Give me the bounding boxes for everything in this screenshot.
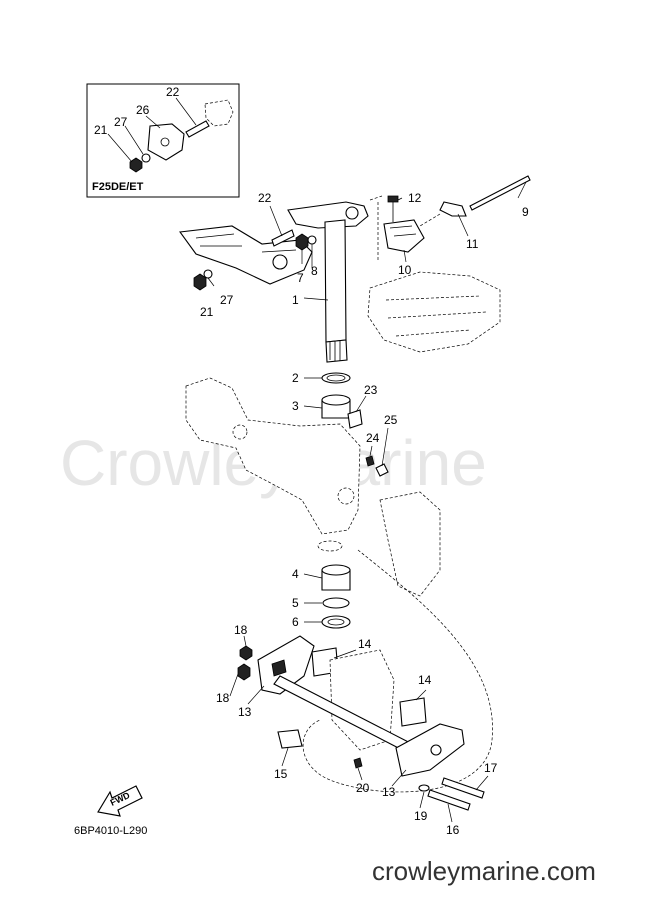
nut-18-bottom (237, 663, 251, 681)
washer-8 (307, 235, 317, 245)
callout-13-left: 13 (238, 705, 252, 719)
callout-15: 15 (274, 767, 288, 781)
spacer-23 (347, 409, 363, 429)
callout-10: 10 (398, 263, 412, 277)
bolt-12 (387, 195, 399, 203)
cable-path (302, 549, 493, 793)
inset-bracket-ghost (204, 99, 234, 127)
inset-plate-hole (160, 137, 170, 147)
callout-21: 21 (200, 305, 214, 319)
inset-washer (141, 153, 151, 163)
nut-21 (193, 273, 207, 291)
callout-27-inset: 27 (114, 115, 128, 129)
rod-9 (469, 175, 531, 211)
bolt-17 (441, 777, 485, 799)
inset-frame (86, 83, 240, 198)
site-url: crowleymarine.com (372, 856, 596, 886)
bolt-20 (353, 757, 363, 769)
nut-7 (295, 233, 309, 251)
lower-case-ghost (329, 649, 395, 751)
fwd-arrow-shape (97, 785, 143, 817)
swivel-bracket-ghost (185, 377, 361, 535)
washer-2 (321, 372, 351, 384)
callout-11: 11 (466, 237, 479, 251)
callout-2: 2 (292, 371, 299, 385)
diagram-code: 6BP4010-L290 (74, 825, 147, 837)
shaft-spline (325, 339, 348, 363)
plate-hole (345, 206, 359, 220)
callout-13-right: 13 (382, 785, 396, 799)
steering-shaft (324, 219, 347, 343)
leader-lines (207, 181, 527, 823)
inset-nut (129, 157, 143, 173)
callout-18-bottom: 18 (216, 691, 230, 705)
stud-22 (271, 229, 295, 247)
callout-1: 1 (292, 293, 299, 307)
callout-22: 22 (258, 191, 272, 205)
callout-25: 25 (384, 413, 398, 427)
washer-27 (203, 269, 213, 279)
mount-housing-13-left (257, 635, 315, 695)
callout-24: 24 (366, 431, 380, 445)
washer-19 (418, 784, 430, 792)
callout-7: 7 (297, 271, 304, 285)
inset-f25de-et: F25DE/ET (86, 83, 240, 198)
callout-16: 16 (446, 823, 460, 837)
callout-6: 6 (292, 615, 299, 629)
fwd-arrow: FWD (97, 785, 143, 817)
callout-21-inset: 21 (94, 123, 108, 137)
bracket-boss (272, 254, 288, 270)
bottom-cowling-ghost (367, 271, 501, 353)
o-ring-5 (322, 597, 350, 609)
seal-6 (321, 615, 351, 629)
bolt-16 (427, 789, 471, 811)
callout-23: 23 (364, 383, 378, 397)
callout-14-left: 14 (358, 637, 372, 651)
bolt-24 (365, 455, 375, 467)
callout-12: 12 (408, 191, 422, 205)
cover-15 (277, 729, 303, 749)
grease-nipple-25 (375, 463, 389, 477)
inset-label: F25DE/ET (92, 181, 144, 193)
steering-bracket (179, 225, 313, 285)
callout-19: 19 (414, 809, 428, 823)
inset-stud (185, 120, 210, 138)
callout-14-right: 14 (418, 673, 432, 687)
callout-20: 20 (356, 781, 370, 795)
callout-27: 27 (220, 293, 234, 307)
callout-9: 9 (522, 205, 529, 219)
mount-housing-13-right (395, 723, 465, 777)
inset-plate (147, 123, 185, 161)
callout-8: 8 (311, 264, 318, 278)
callout-22-inset: 22 (166, 85, 180, 99)
callout-4: 4 (292, 567, 299, 581)
callouts: 1 2 3 4 5 6 7 8 9 10 11 12 13 13 14 14 1… (94, 85, 529, 837)
callout-3: 3 (292, 399, 299, 413)
callout-18-top: 18 (234, 623, 248, 637)
rubber-mount-14-right (399, 697, 427, 727)
clamp-bracket-ghost (379, 491, 441, 597)
switch-10 (383, 219, 425, 253)
callout-17: 17 (484, 761, 498, 775)
clip-11 (439, 201, 467, 217)
callout-5: 5 (292, 596, 299, 610)
nut-18-top (239, 645, 253, 661)
callout-26: 26 (136, 103, 150, 117)
